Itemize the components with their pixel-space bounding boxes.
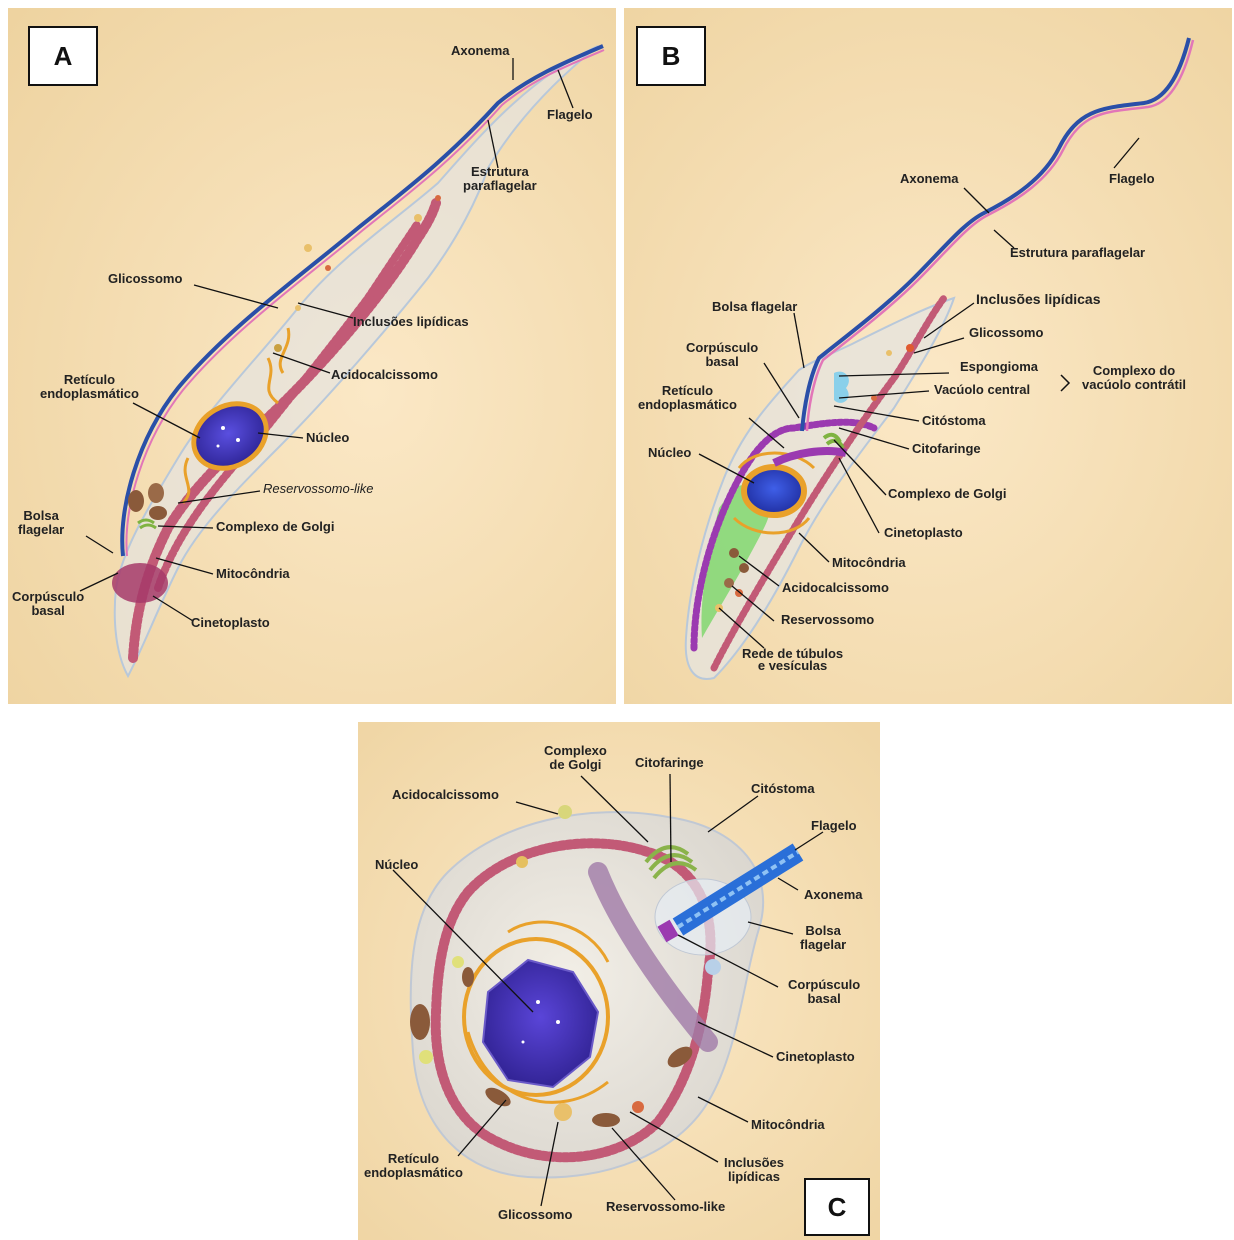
label-citofaringe: Citofaringe (912, 442, 981, 456)
label-corpusculo-basal: Corpúsculo basal (686, 341, 758, 369)
label-citofaringe: Citofaringe (635, 756, 704, 770)
label-rede-tubulos: Rede de túbulos e vesículas (742, 648, 843, 672)
label-acidocalcissomo: Acidocalcissomo (782, 581, 889, 595)
reservosome (410, 1004, 430, 1040)
label-nucleo: Núcleo (648, 446, 691, 460)
label-reticulo-endoplasmatico: Retículo endoplasmático (638, 384, 737, 412)
reservosome (128, 490, 144, 512)
label-complexo-golgi: Complexo de Golgi (888, 487, 1006, 501)
label-reticulo-endoplasmatico: Retículo endoplasmático (40, 373, 139, 401)
label-reservossomo: Reservossomo (781, 613, 874, 627)
panel-b: B Axonema Flagelo Estrutura paraflagelar… (624, 8, 1232, 704)
panel-a: A Axonema Flagelo Estrutura paraflagelar… (8, 8, 616, 704)
label-glicossomo: Glicossomo (969, 326, 1043, 340)
label-acidocalcissomo: Acidocalcissomo (392, 788, 499, 802)
label-nucleo: Núcleo (306, 431, 349, 445)
label-glicossomo: Glicossomo (108, 272, 182, 286)
label-inclusoes-lipidicas: Inclusões lipídicas (724, 1156, 784, 1184)
label-corpusculo-basal: Corpúsculo basal (788, 978, 860, 1006)
label-flagelo: Flagelo (1109, 172, 1155, 186)
label-acidocalcissomo: Acidocalcissomo (331, 368, 438, 382)
panel-a-tag: A (28, 26, 98, 86)
label-vacuolo-central: Vacúolo central (934, 383, 1030, 397)
label-reservossomo-like: Reservossomo-like (606, 1200, 725, 1214)
label-mitocondria: Mitocôndria (832, 556, 906, 570)
label-espongioma: Espongioma (960, 360, 1038, 374)
label-mitocondria: Mitocôndria (216, 567, 290, 581)
label-estrutura-paraflagelar: Estrutura paraflagelar (463, 165, 537, 193)
label-bolsa-flagelar: Bolsa flagelar (712, 300, 797, 314)
kinetoplast (112, 563, 168, 603)
panel-a-illustration (8, 8, 616, 704)
label-mitocondria: Mitocôndria (751, 1118, 825, 1132)
label-cinetoplasto: Cinetoplasto (776, 1050, 855, 1064)
label-reservossomo-like: Reservossomo-like (263, 482, 374, 496)
label-complexo-golgi: Complexo de Golgi (216, 520, 334, 534)
label-glicossomo: Glicossomo (498, 1208, 572, 1222)
label-corpusculo-basal: Corpúsculo basal (12, 590, 84, 618)
label-cinetoplasto: Cinetoplasto (884, 526, 963, 540)
label-estrutura-paraflagelar: Estrutura paraflagelar (1010, 246, 1145, 260)
label-citostoma: Citóstoma (922, 414, 986, 428)
panel-b-tag: B (636, 26, 706, 86)
label-reticulo-endoplasmatico: Retículo endoplasmático (364, 1152, 463, 1180)
label-inclusoes-lipidicas: Inclusões lipídicas (976, 292, 1101, 306)
nucleus (744, 467, 804, 515)
label-axonema: Axonema (451, 44, 510, 58)
label-bolsa-flagelar: Bolsa flagelar (18, 509, 64, 537)
label-nucleo: Núcleo (375, 858, 418, 872)
label-cinetoplasto: Cinetoplasto (191, 616, 270, 630)
label-flagelo: Flagelo (811, 819, 857, 833)
label-citostoma: Citóstoma (751, 782, 815, 796)
panel-c: C Complexo de Golgi Citofaringe Acidocal… (358, 722, 880, 1240)
label-complexo-vacuolo: Complexo do vacúolo contrátil (1082, 364, 1186, 392)
label-axonema: Axonema (804, 888, 863, 902)
label-complexo-golgi: Complexo de Golgi (544, 744, 607, 772)
panel-c-tag: C (804, 1178, 870, 1236)
label-flagelo: Flagelo (547, 108, 593, 122)
label-axonema: Axonema (900, 172, 959, 186)
label-bolsa-flagelar: Bolsa flagelar (800, 924, 846, 952)
label-inclusoes-lipidicas: Inclusões lipídicas (353, 315, 469, 329)
